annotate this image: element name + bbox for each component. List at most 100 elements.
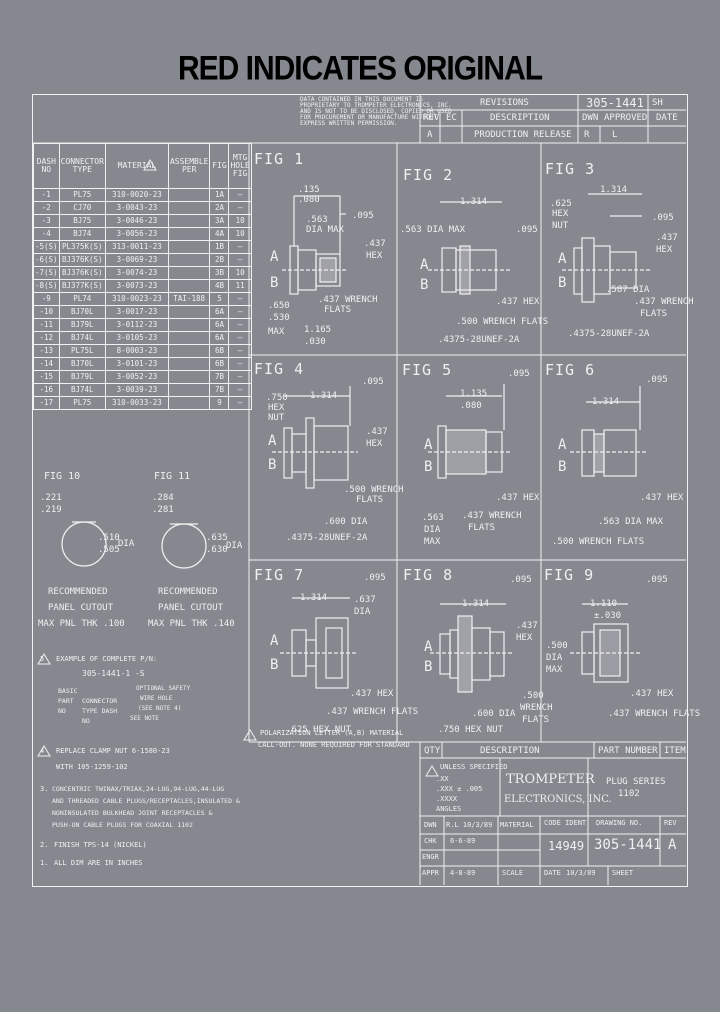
fig7-label: FIG 7 (254, 566, 305, 584)
col-header-fig: FIG (209, 143, 230, 189)
tb-rev-label: REV (664, 819, 677, 827)
tolerance-text: ANGLES (436, 805, 462, 813)
table-cell: 3-0052-23 (104, 370, 169, 384)
fig1-label: FIG 1 (254, 150, 305, 168)
table-cell: BJ376K(S) (58, 253, 106, 267)
note-number: 3. (40, 785, 49, 793)
rev-header-rev: REV (423, 113, 440, 123)
table-cell: -13 (33, 344, 60, 358)
rev-row-rev: A (427, 130, 433, 140)
fig1-dim: .437 WRENCH (318, 295, 378, 305)
table-cell: BJ74 (58, 227, 106, 241)
col-header-type: CONNECTOR TYPE (58, 143, 106, 189)
fig8-dim: HEX (516, 633, 533, 643)
fig5-dim: .563 (422, 513, 444, 523)
tb-rev-value: A (668, 837, 677, 853)
table-cell: 7B (209, 370, 230, 384)
fig11-note: RECOMMENDED (158, 587, 218, 597)
table-cell: BJ70L (58, 305, 106, 319)
table-cell: -8(S) (33, 279, 60, 293)
table-cell: 6A (209, 305, 230, 319)
fig3-dim: .095 (652, 213, 674, 223)
table-cell: 8-0003-23 (104, 344, 169, 358)
fig1-dim: .530 (268, 313, 290, 323)
note-3-text: CONCENTRIC TWINAX/TRIAX,24-LUG,94-LUG,44… (52, 785, 225, 793)
fig2-label: FIG 2 (403, 166, 454, 184)
fig3-dim: HEX (656, 245, 673, 255)
tb-code-ident-value: 14949 (548, 839, 585, 853)
table-cell: -7(S) (33, 266, 60, 280)
table-cell (167, 240, 211, 254)
fig10-note: MAX PNL THK .100 (38, 619, 125, 629)
table-cell: 3-0101-23 (104, 357, 169, 371)
fig8-dim: .500 (522, 691, 544, 701)
tb-appr-value: 4-8-89 (450, 869, 476, 877)
table-cell (167, 318, 211, 332)
table-cell: 3-0039-23 (104, 383, 169, 397)
note-1-text: ALL DIM ARE IN INCHES (54, 859, 143, 867)
fig2-letter-a: A (420, 257, 429, 273)
table-cell: — (228, 292, 252, 306)
tb-dwn-label: DWN (424, 821, 437, 829)
fig1-dim: .437 (364, 239, 386, 249)
table-cell: BJ74L (58, 331, 106, 345)
fig8-letter-b: B (424, 659, 433, 675)
fig4-dim: FLATS (356, 495, 384, 505)
tb-code-ident-label: CODE IDENT (544, 819, 587, 827)
fig10-note: PANEL CUTOUT (48, 603, 114, 613)
note-5-text: TYPE DASH (82, 707, 118, 715)
table-cell: PL375K(S) (58, 240, 106, 254)
table-cell: BJ79L (58, 318, 106, 332)
fig6-dim: .095 (646, 375, 668, 385)
fig11-dim: DIA (226, 541, 243, 551)
rev-row-appr: L (612, 130, 618, 140)
fig7-dim: .625 HEX NUT (286, 725, 352, 735)
note-5-text: (SEE NOTE 4) (138, 705, 182, 712)
table-cell (167, 331, 211, 345)
col-header-dash: DASH NO (33, 143, 60, 189)
rev-header-date: DATE (656, 113, 678, 123)
fig1-dim: .030 (304, 337, 326, 347)
table-cell: 11 (228, 279, 252, 293)
fig10-dim: .219 (40, 505, 62, 515)
fig11-dim: .630 (206, 545, 228, 555)
table-cell: TAI-188 (167, 292, 211, 306)
table-cell: 3-0112-23 (104, 318, 169, 332)
rev-header-desc: DESCRIPTION (490, 113, 550, 123)
table-cell (167, 201, 211, 215)
table-cell: 3B (209, 266, 230, 280)
fig10-dim: .221 (40, 493, 62, 503)
tb-chk-label: CHK (424, 837, 437, 845)
col-header-mtg: MTG HOLE FIG (228, 143, 252, 189)
rev-header-ec: EC (446, 113, 457, 123)
table-cell: 3-0017-23 (104, 305, 169, 319)
table-cell: 9 (209, 396, 230, 410)
revisions-title: REVISIONS (480, 98, 529, 108)
dash-number-table: DASH NO CONNECTOR TYPE MATERIAL ASSEMBLE… (33, 143, 252, 410)
table-cell: CJ70 (58, 201, 106, 215)
fig1-dim: HEX (366, 251, 383, 261)
rev-header-dwn: DWN (582, 113, 599, 123)
fig10-note: RECOMMENDED (48, 587, 108, 597)
fig1-dim: .095 (352, 211, 374, 221)
table-cell: -12 (33, 331, 60, 345)
note-5-text: EXAMPLE OF COMPLETE P/N: (56, 655, 158, 663)
table-cell: 10 (228, 227, 252, 241)
fig1-dim: .135 (298, 185, 320, 195)
fig11-dim: .281 (152, 505, 174, 515)
fig3-dim: .437 WRENCH (634, 297, 694, 307)
tb-drawing-no-value: 305-1441 (594, 837, 662, 853)
table-cell: -4 (33, 227, 60, 241)
fig1-dim: FLATS (324, 305, 352, 315)
table-cell: 310-0023-23 (104, 292, 169, 306)
note-5-text: OPTIONAL SAFETY (136, 685, 191, 692)
table-cell: 6A (209, 331, 230, 345)
fig4-letter-a: A (268, 433, 277, 449)
